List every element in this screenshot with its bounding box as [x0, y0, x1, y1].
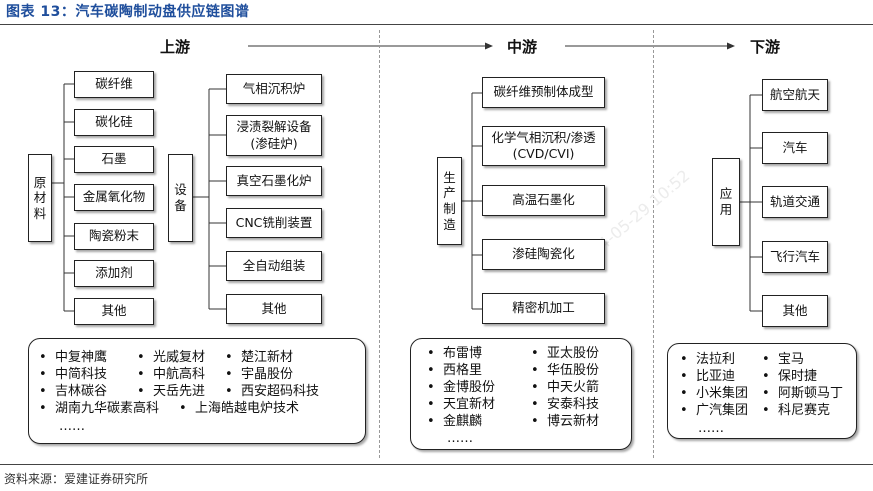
company-row: • 中复神鹰 — [39, 350, 107, 365]
divider-right — [653, 30, 654, 458]
company-row: • 比亚迪 — [680, 369, 735, 384]
equip-item-cnc-milling: CNC铣削装置 — [226, 208, 322, 238]
production-label: 生产制造 — [437, 157, 462, 245]
app-item-rail-transit: 轨道交通 — [762, 186, 828, 218]
raw-materials-label: 原材料 — [28, 154, 52, 242]
arrow-head-midstream — [485, 42, 493, 50]
application-label: 应用 — [712, 158, 740, 246]
company-row: • 法拉利 — [680, 352, 735, 367]
raw-item-ceramic-powder: 陶瓷粉末 — [74, 223, 154, 250]
company-row: • 广汽集团 — [680, 403, 748, 418]
downstream-companies-panel: • 法拉利 • 宝马 • 比亚迪 • 保时捷 • 小米集团 • 阿斯顿马丁 • … — [667, 343, 857, 439]
divider-left — [379, 30, 380, 458]
mid-item-graphitization: 高温石墨化 — [482, 185, 605, 216]
company-row: • 布雷博 — [427, 346, 482, 361]
equip-item-auto-assembly: 全自动组装 — [226, 251, 322, 281]
mid-item-siliconizing: 渗硅陶瓷化 — [482, 239, 605, 270]
top-rule — [0, 24, 873, 25]
arrow-head-downstream — [727, 42, 735, 50]
company-row: • 金博股份 — [427, 380, 495, 395]
mid-item-machining: 精密机加工 — [482, 293, 605, 324]
company-more: …… — [698, 421, 724, 436]
company-row: • 中简科技 — [39, 367, 107, 382]
raw-item-carbon-fiber: 碳纤维 — [74, 71, 154, 98]
app-item-other: 其他 — [762, 295, 828, 327]
mid-item-preform: 碳纤维预制体成型 — [482, 77, 605, 108]
app-item-automobile: 汽车 — [762, 132, 828, 164]
equip-item-infiltration: 浸渍裂解设备 (渗硅炉) — [226, 115, 322, 156]
raw-item-additive: 添加剂 — [74, 260, 154, 287]
company-more: …… — [447, 431, 473, 446]
stage-midstream: 中游 — [507, 38, 538, 56]
equip-item-cvd-furnace: 气相沉积炉 — [226, 74, 322, 104]
figure-title: 图表 13：汽车碳陶制动盘供应链图谱 — [6, 4, 250, 20]
company-row: • 金麒麟 — [427, 414, 482, 429]
company-more: …… — [59, 419, 85, 434]
raw-item-silicon-carbide: 碳化硅 — [74, 109, 154, 136]
company-row: • 湖南九华碳素高科 — [39, 401, 159, 416]
raw-item-other: 其他 — [74, 298, 154, 325]
company-row: • 小米集团 — [680, 386, 748, 401]
equip-item-other: 其他 — [226, 294, 322, 324]
stage-downstream: 下游 — [750, 38, 781, 56]
app-item-flying-car: 飞行汽车 — [762, 241, 828, 273]
source-note: 资料来源：爱建证券研究所 — [4, 472, 149, 486]
midstream-companies-panel: • 布雷博 • 亚太股份 • 西格里 • 华伍股份 • 金博股份 • 中天火箭 … — [410, 338, 632, 450]
raw-item-metal-oxide: 金属氧化物 — [74, 184, 154, 211]
equipment-label: 设备 — [168, 154, 193, 242]
app-item-aerospace: 航空航天 — [762, 79, 828, 111]
bottom-rule — [0, 464, 873, 465]
raw-item-graphite: 石墨 — [74, 146, 154, 173]
mid-item-cvd-cvi: 化学气相沉积/渗透 (CVD/CVI) — [482, 126, 605, 166]
upstream-companies-panel: • 中复神鹰 • 光威复材 • 楚江新材 • 中简科技 • 中航高科 • 宇晶股… — [28, 338, 366, 444]
equip-item-vacuum-graphitization: 真空石墨化炉 — [226, 166, 322, 196]
company-row: • 西格里 — [427, 363, 482, 378]
company-row: • 天宜新材 — [427, 397, 495, 412]
company-row: • 吉林碳谷 — [39, 384, 107, 399]
stage-upstream: 上游 — [160, 38, 191, 56]
